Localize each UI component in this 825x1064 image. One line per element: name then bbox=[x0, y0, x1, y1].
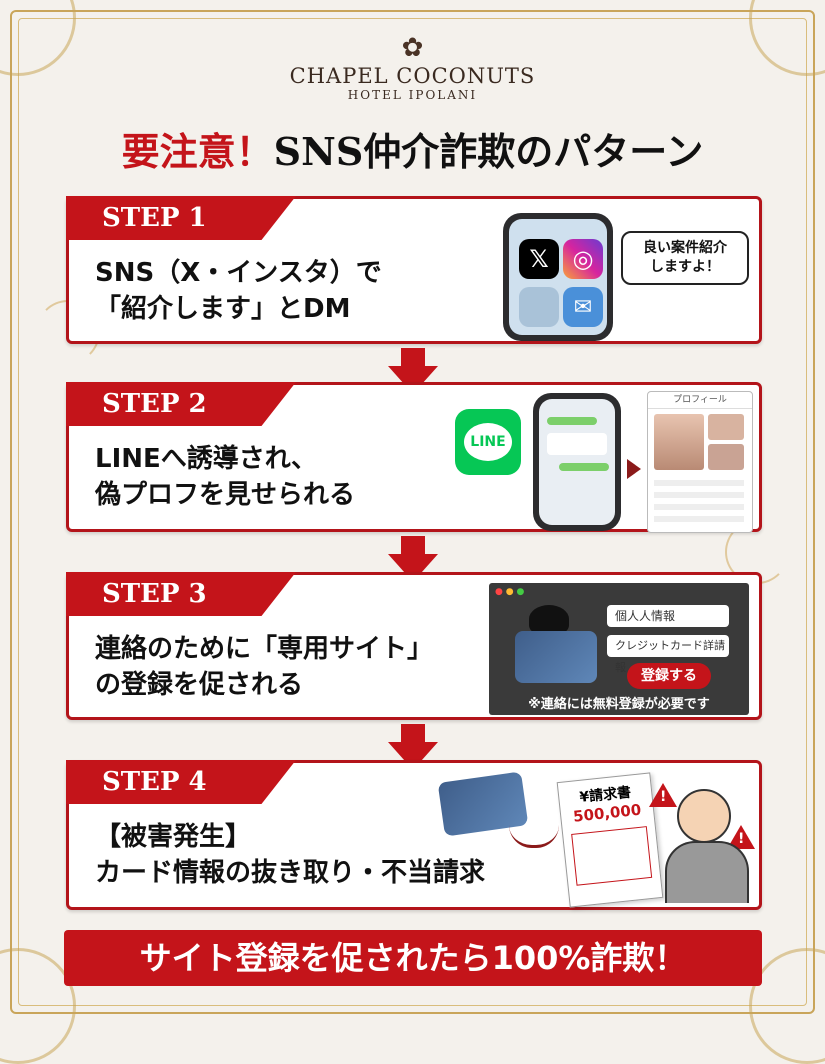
step-line: LINEへ誘導され、 bbox=[95, 444, 318, 474]
step-card-3: STEP 3 連絡のために「専用サイト」 の登録を促される ● ● ● 個人人情… bbox=[66, 572, 762, 720]
step-line: 偽プロフを見せられる bbox=[95, 480, 356, 510]
title-text: SNS仲介詐欺のパターン bbox=[273, 129, 704, 174]
smartphone-chat-illustration bbox=[533, 393, 621, 531]
credit-card-icon bbox=[515, 631, 597, 683]
scam-note: ※連絡には無料登録が必要です bbox=[528, 697, 710, 712]
page-title: 要注意！SNS仲介詐欺のパターン bbox=[0, 126, 825, 178]
person-body-icon bbox=[665, 841, 749, 903]
profile-photo bbox=[654, 414, 704, 470]
worried-person-icon bbox=[677, 789, 731, 843]
step-description: LINEへ誘導され、 偽プロフを見せられる bbox=[95, 441, 355, 513]
step-card-1: STEP 1 SNS（X・インスタ）で 「紹介します」とDM 𝕏 ◎ ✉ 良い案… bbox=[66, 196, 762, 344]
warning-banner: サイト登録を促されたら100%詐欺！ bbox=[64, 930, 762, 986]
step-tag: STEP 1 bbox=[66, 196, 296, 240]
title-warning: 要注意！ bbox=[121, 129, 274, 174]
app-placeholder-icon bbox=[519, 287, 559, 327]
decorative-inner-frame bbox=[18, 18, 807, 1006]
profile-photo bbox=[708, 444, 744, 470]
bubble-line: 良い案件紹介 bbox=[643, 240, 727, 256]
step-description: SNS（X・インスタ）で 「紹介します」とDM bbox=[95, 255, 382, 327]
step-card-2: STEP 2 LINEへ誘導され、 偽プロフを見せられる LINE プロフィール bbox=[66, 382, 762, 533]
step-tag: STEP 4 bbox=[66, 760, 296, 804]
hacker-icon bbox=[529, 605, 569, 633]
x-app-icon: 𝕏 bbox=[519, 239, 559, 279]
invoice-illustration: ¥請求書 500,000 bbox=[556, 772, 664, 908]
step-tag: STEP 2 bbox=[66, 382, 296, 426]
scam-site-illustration: ● ● ● 個人人情報 クレジットカード詳請報 登録する ※連絡には無料登録が必… bbox=[489, 583, 749, 715]
flower-icon: ✿ bbox=[401, 33, 424, 63]
line-logo-text: LINE bbox=[464, 423, 512, 461]
brand-sub: HOTEL IPOLANI bbox=[347, 88, 478, 102]
fake-register-button: 登録する bbox=[627, 663, 711, 689]
step-tag: STEP 3 bbox=[66, 572, 296, 616]
profile-title: プロフィール bbox=[648, 392, 752, 409]
step-description: 【被害発生】 カード情報の抜き取り・不当請求 bbox=[95, 819, 485, 891]
instagram-app-icon: ◎ bbox=[563, 239, 603, 279]
smartphone-illustration: 𝕏 ◎ ✉ bbox=[503, 213, 613, 341]
step-line: 連絡のために「専用サイト」 bbox=[95, 634, 434, 664]
decorative-frame bbox=[10, 10, 815, 1014]
step-line: の登録を促される bbox=[95, 670, 304, 700]
step-line: 「紹介します」とDM bbox=[95, 294, 351, 324]
warning-icon: ! bbox=[649, 783, 677, 807]
fake-input-card: クレジットカード詳請報 bbox=[607, 635, 729, 674]
fake-profile-illustration: プロフィール bbox=[647, 391, 753, 533]
arrow-right-icon bbox=[627, 459, 641, 479]
brand-name: CHAPEL COCONUTS bbox=[289, 64, 536, 88]
step-line: 【被害発生】 bbox=[95, 822, 252, 852]
profile-photo bbox=[708, 414, 744, 440]
line-logo-icon: LINE bbox=[455, 409, 521, 475]
bubble-line: しますよ！ bbox=[650, 259, 720, 275]
window-dots-icon: ● ● ● bbox=[495, 587, 525, 597]
step-description: 連絡のために「専用サイト」 の登録を促される bbox=[95, 631, 433, 703]
mail-icon: ✉ bbox=[563, 287, 603, 327]
brand-logo: ✿ CHAPEL COCONUTS HOTEL IPOLANI bbox=[0, 34, 825, 102]
step-line: カード情報の抜き取り・不当請求 bbox=[95, 858, 486, 888]
step-line: SNS（X・インスタ）で bbox=[95, 258, 382, 288]
speech-bubble: 良い案件紹介 しますよ！ bbox=[621, 231, 749, 285]
arrow-curve-icon bbox=[509, 825, 559, 848]
step-card-4: STEP 4 【被害発生】 カード情報の抜き取り・不当請求 ¥請求書 500,0… bbox=[66, 760, 762, 910]
fake-input-personal: 個人人情報 bbox=[607, 605, 729, 627]
